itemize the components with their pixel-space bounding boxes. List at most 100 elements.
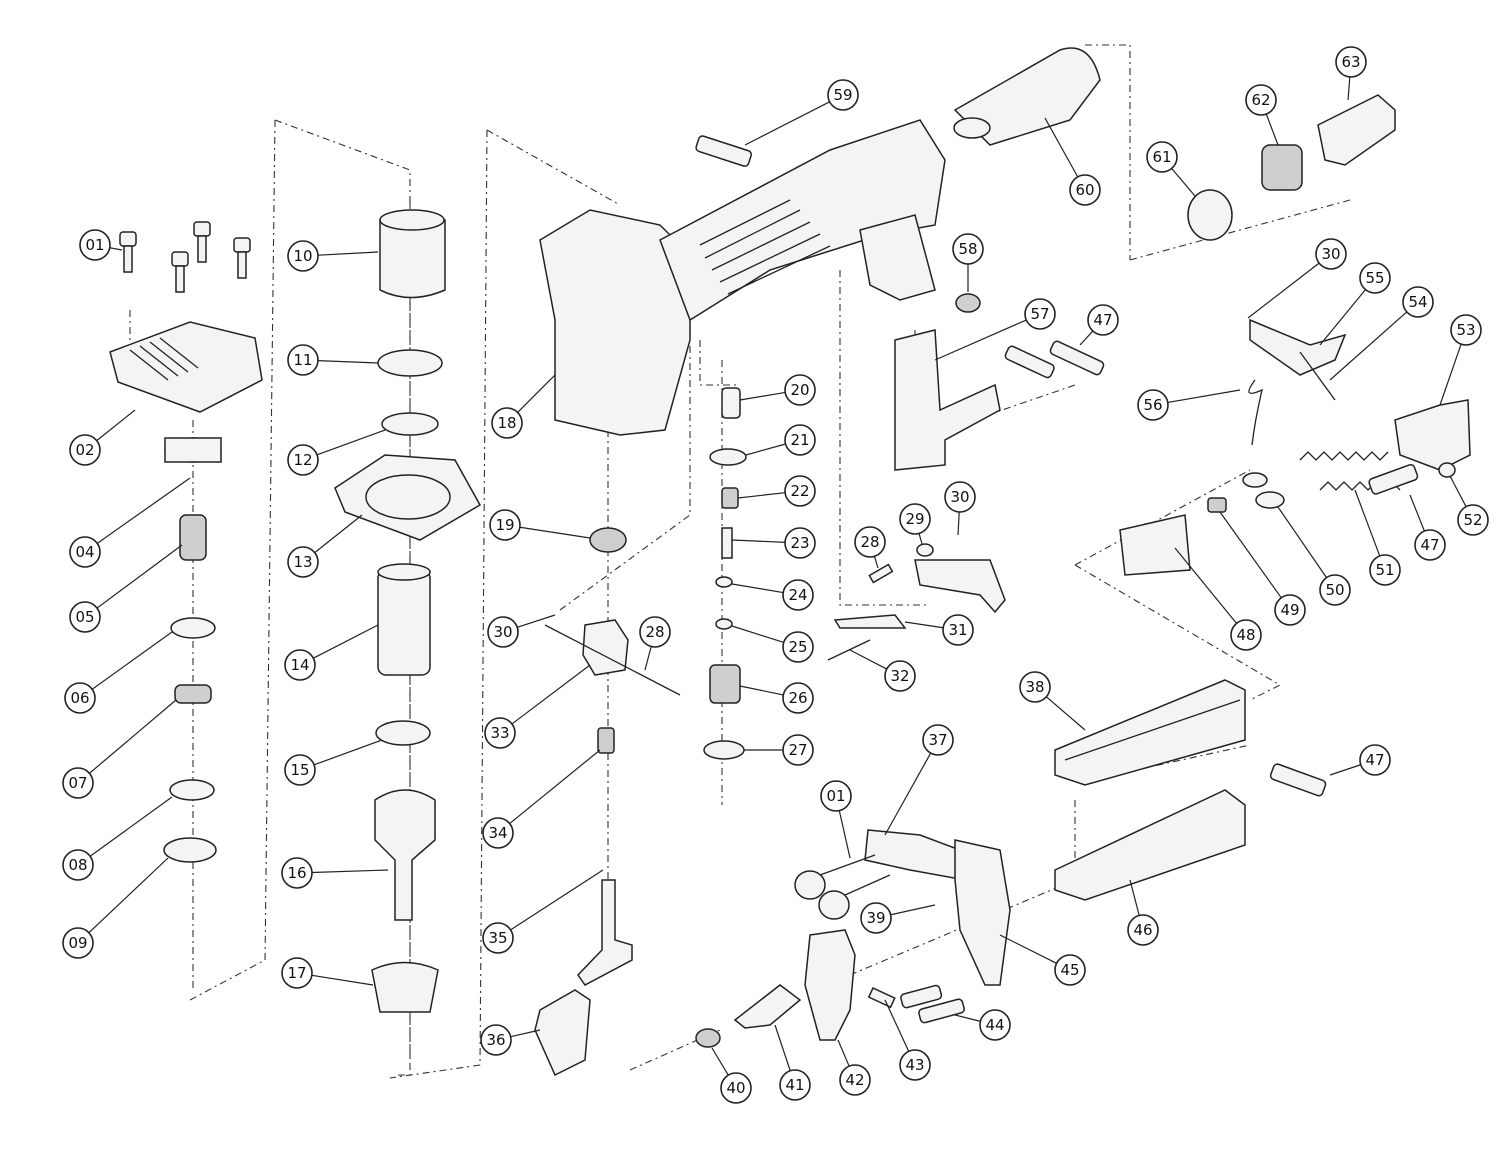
magazine-rail-46 [1054,789,1246,901]
callout-05: 05 [69,601,101,633]
callout-47: 47 [1087,304,1119,336]
svg-text:51: 51 [1375,561,1394,579]
svg-text:49: 49 [1280,601,1299,619]
leader-line [1167,389,1241,404]
svg-text:56: 56 [1143,396,1162,414]
leader-line [1329,764,1361,776]
leader-line [711,1047,729,1076]
cap-fins [129,337,199,381]
svg-text:01: 01 [826,787,845,805]
callout-07: 07 [62,767,94,799]
leader-line [904,621,944,629]
screw-47-b [1049,340,1105,376]
leader-line [96,544,183,609]
nose-piece-42 [804,929,856,1041]
leader-line [737,492,786,499]
callout-61: 61 [1146,141,1178,173]
leader-line [890,904,936,916]
leader-line [88,857,169,934]
callout-42: 42 [839,1064,871,1096]
screw-59 [695,135,753,167]
svg-text:63: 63 [1341,53,1360,71]
svg-text:17: 17 [287,964,306,982]
svg-text:16: 16 [287,864,306,882]
svg-text:45: 45 [1060,961,1079,979]
svg-text:30: 30 [1321,245,1340,263]
svg-text:10: 10 [293,247,312,265]
svg-text:01: 01 [85,236,104,254]
svg-text:38: 38 [1025,678,1044,696]
pusher-plate-48 [1119,514,1191,576]
leader-line [1129,879,1140,916]
handle [659,119,946,322]
end-plate-53 [1394,399,1471,471]
leader-line [517,374,556,413]
svg-text:35: 35 [488,929,507,947]
leader-line [1449,475,1467,507]
leader-line [1409,494,1425,532]
screw-47-d [1269,763,1327,797]
svg-text:60: 60 [1075,181,1094,199]
leader-line [1354,489,1381,557]
callout-30: 30 [944,481,976,513]
svg-text:33: 33 [490,724,509,742]
callout-45: 45 [1054,954,1086,986]
callout-48: 48 [1230,619,1262,651]
air-fitting-63 [1317,94,1396,166]
o-ring-08 [169,779,215,801]
ring-12 [381,412,439,436]
leader-line [731,539,786,543]
leader-lines [88,76,1467,1076]
spring-29 [916,543,934,557]
callout-43: 43 [899,1049,931,1081]
callout-22: 22 [784,475,816,507]
leader-line [1044,117,1079,178]
svg-text:12: 12 [293,451,312,469]
leader-line [918,533,923,545]
screw-47-a [1004,345,1055,379]
leader-line [1277,506,1328,578]
callout-54: 54 [1402,286,1434,318]
leader-line [313,624,379,659]
leader-line [519,526,591,539]
svg-text:36: 36 [486,1031,505,1049]
leader-line [96,477,191,544]
callout-15: 15 [284,754,316,786]
svg-text:32: 32 [890,667,909,685]
o-ring-21 [709,448,747,466]
svg-text:30: 30 [493,623,512,641]
o-ring-15 [375,720,431,746]
stop-49 [1207,497,1227,513]
svg-text:20: 20 [790,381,809,399]
callout-56: 56 [1137,389,1169,421]
callout-34: 34 [482,817,514,849]
leader-line [739,391,786,401]
leader-line [314,514,363,554]
callout-21: 21 [784,424,816,456]
svg-text:09: 09 [68,934,87,952]
leader-line [96,409,136,442]
callout-31: 31 [942,614,974,646]
leader-line [89,796,173,857]
safety-arm-35 [577,879,633,986]
leader-line [884,999,910,1052]
lever-55 [1249,318,1347,376]
svg-text:06: 06 [70,689,89,707]
callout-63: 63 [1335,46,1367,78]
leader-line [511,664,591,725]
leader-line [1174,547,1237,624]
callout-44: 44 [979,1009,1011,1041]
spring-51-a [1299,451,1389,461]
callout-14: 14 [284,649,316,681]
leader-line [999,934,1057,964]
leader-line [837,1039,850,1067]
svg-text:59: 59 [833,86,852,104]
svg-text:02: 02 [75,441,94,459]
leader-line [510,869,604,931]
leader-line [957,511,960,536]
callout-20: 20 [784,374,816,406]
callout-11: 11 [287,344,319,376]
callout-62: 62 [1245,84,1277,116]
callout-38: 38 [1019,671,1051,703]
nut-19 [589,527,627,553]
